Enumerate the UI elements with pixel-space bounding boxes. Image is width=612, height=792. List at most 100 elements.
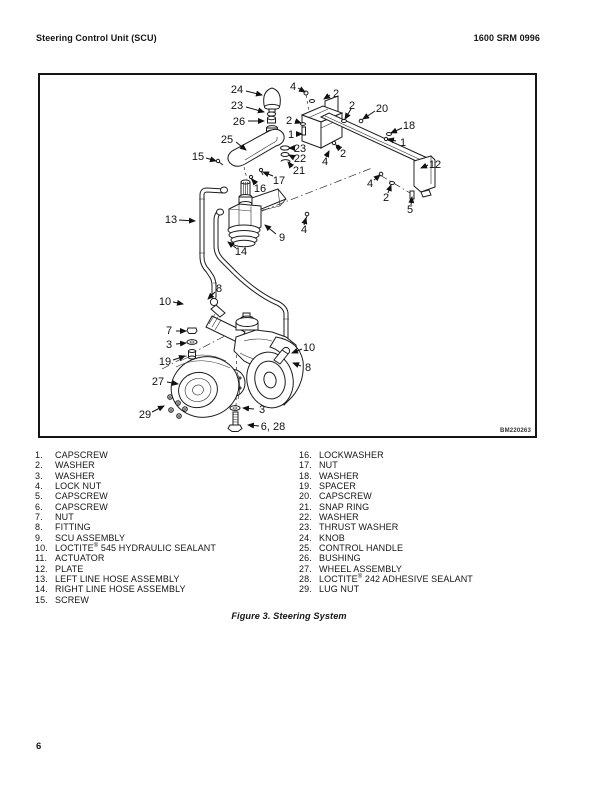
callout-leader bbox=[297, 86, 306, 93]
header-section-title: Steering Control Unit (SCU) bbox=[36, 33, 157, 43]
callout-leader bbox=[294, 118, 302, 124]
part-number: 11. bbox=[35, 553, 48, 564]
callout-label: 1 bbox=[400, 137, 406, 149]
part-number: 4. bbox=[35, 481, 43, 492]
callout-label: 8 bbox=[305, 362, 311, 374]
part-number: 17. bbox=[299, 460, 312, 471]
callout-leader bbox=[262, 171, 274, 178]
callout-label: 9 bbox=[279, 232, 285, 244]
parts-list-item: 14.RIGHT LINE HOSE ASSEMBLY bbox=[35, 584, 216, 594]
parts-list-item: 12.PLATE bbox=[35, 564, 216, 574]
callout-leader bbox=[175, 340, 187, 347]
lug-nuts bbox=[167, 394, 188, 419]
fastener-stack bbox=[186, 327, 198, 360]
callout-label: 2 bbox=[340, 148, 346, 160]
callout-leader bbox=[362, 110, 376, 120]
callout-label: 4 bbox=[322, 156, 328, 168]
callout-leader bbox=[390, 127, 403, 134]
callout-label: 2 bbox=[286, 115, 292, 127]
parts-list-item: 17.NUT bbox=[299, 460, 473, 470]
page-number: 6 bbox=[36, 741, 42, 752]
callout-leader bbox=[387, 137, 397, 144]
parts-list-item: 11.ACTUATOR bbox=[35, 553, 216, 563]
actuator-and-wheel bbox=[167, 297, 304, 432]
part-label: CAPSCREW bbox=[55, 501, 108, 512]
callout-label: 18 bbox=[403, 120, 415, 132]
parts-list-item: 6.CAPSCREW bbox=[35, 502, 216, 512]
part-label: LEFT LINE HOSE ASSEMBLY bbox=[55, 574, 180, 585]
parts-list-item: 1.CAPSCREW bbox=[35, 450, 216, 460]
parts-list-item: 26.BUSHING bbox=[299, 553, 473, 563]
parts-list-item: 29. LUG NUT bbox=[299, 584, 473, 594]
callout-label: 25 bbox=[221, 134, 233, 146]
parts-list-item: 22. WASHER bbox=[299, 512, 473, 522]
callout-label: 8 bbox=[216, 283, 222, 295]
callout-label: 5 bbox=[407, 204, 413, 216]
part-label: WHEEL ASSEMBLY bbox=[319, 563, 402, 574]
callout-label: 16 bbox=[254, 183, 266, 195]
parts-list-item: 23.THRUST WASHER bbox=[299, 522, 473, 532]
part-number: 25. bbox=[299, 543, 312, 554]
parts-list-item: 9.SCU ASSEMBLY bbox=[35, 533, 216, 543]
parts-list-item: 7.NUT bbox=[35, 512, 216, 522]
part-number: 21. bbox=[299, 501, 312, 512]
parts-list-item: 20.CAPSCREW bbox=[299, 491, 473, 501]
parts-list-item: 28.LOCTITE® 242 ADHESIVE SEALANT bbox=[299, 574, 473, 584]
parts-list-item: 13.LEFT LINE HOSE ASSEMBLY bbox=[35, 574, 216, 584]
parts-list-item: 15.SCREW bbox=[35, 595, 216, 605]
callout-leader bbox=[264, 224, 277, 235]
parts-list-item: 3.WASHER bbox=[35, 471, 216, 481]
part-label: LOCTITE® 242 ADHESIVE SEALANT bbox=[319, 574, 473, 585]
part-label: FITTING bbox=[55, 522, 91, 533]
part-number: 22. bbox=[299, 512, 312, 523]
parts-list-item: 19.SPACER bbox=[299, 481, 473, 491]
part-label: SCU ASSEMBLY bbox=[55, 532, 126, 543]
part-label: SNAP RING bbox=[319, 501, 370, 512]
part-number: 23. bbox=[299, 522, 312, 533]
callout-leader bbox=[178, 217, 196, 224]
part-label: LOCKWASHER bbox=[319, 450, 384, 460]
part-number: 10. bbox=[35, 543, 48, 554]
callout-leader bbox=[172, 355, 186, 361]
part-label: WASHER bbox=[55, 460, 95, 471]
callout-label: 14 bbox=[235, 246, 247, 258]
callout-label: 3 bbox=[259, 404, 265, 416]
wheel-27 bbox=[170, 354, 241, 418]
part-number: 20. bbox=[299, 491, 312, 502]
callout-label: 23 bbox=[231, 100, 243, 112]
part-label: WASHER bbox=[319, 470, 359, 481]
part-number: 1. bbox=[35, 450, 43, 460]
part-number: 5. bbox=[35, 491, 43, 502]
header-doc-number: 1600 SRM 0996 bbox=[473, 33, 540, 43]
callout-label: 1 bbox=[288, 129, 294, 141]
callout-leader bbox=[420, 162, 429, 169]
callout-leader bbox=[323, 93, 331, 100]
callout-leader bbox=[386, 184, 392, 194]
callout-label: 10 bbox=[159, 296, 171, 308]
callout-leader bbox=[151, 405, 165, 413]
part-number: 29. bbox=[299, 584, 312, 595]
callout-label: 4 bbox=[367, 178, 373, 190]
part-number: 14. bbox=[35, 584, 48, 595]
part-label: LOCK NUT bbox=[55, 481, 102, 492]
callout-label: 12 bbox=[429, 159, 441, 171]
callout-label: 4 bbox=[290, 81, 296, 93]
part-label: CAPSCREW bbox=[55, 491, 108, 502]
callout-label: 24 bbox=[231, 84, 243, 96]
parts-list-item: 8.FITTING bbox=[35, 522, 216, 532]
callout-label: 26 bbox=[233, 116, 245, 128]
callout-leader bbox=[166, 379, 179, 386]
part-label: BUSHING bbox=[319, 553, 361, 564]
callout-label: 2 bbox=[383, 192, 389, 204]
part-label: NUT bbox=[55, 512, 74, 523]
parts-list-item: 4. LOCK NUT bbox=[35, 481, 216, 491]
parts-list-item: 18.WASHER bbox=[299, 471, 473, 481]
figure-caption: Figure 3. Steering System bbox=[231, 611, 347, 621]
part-label: WASHER bbox=[319, 512, 359, 523]
callout-leader bbox=[245, 90, 263, 97]
callout-leader bbox=[344, 108, 352, 120]
part-label: LUG NUT bbox=[319, 584, 360, 595]
part-number: 15. bbox=[35, 594, 48, 605]
